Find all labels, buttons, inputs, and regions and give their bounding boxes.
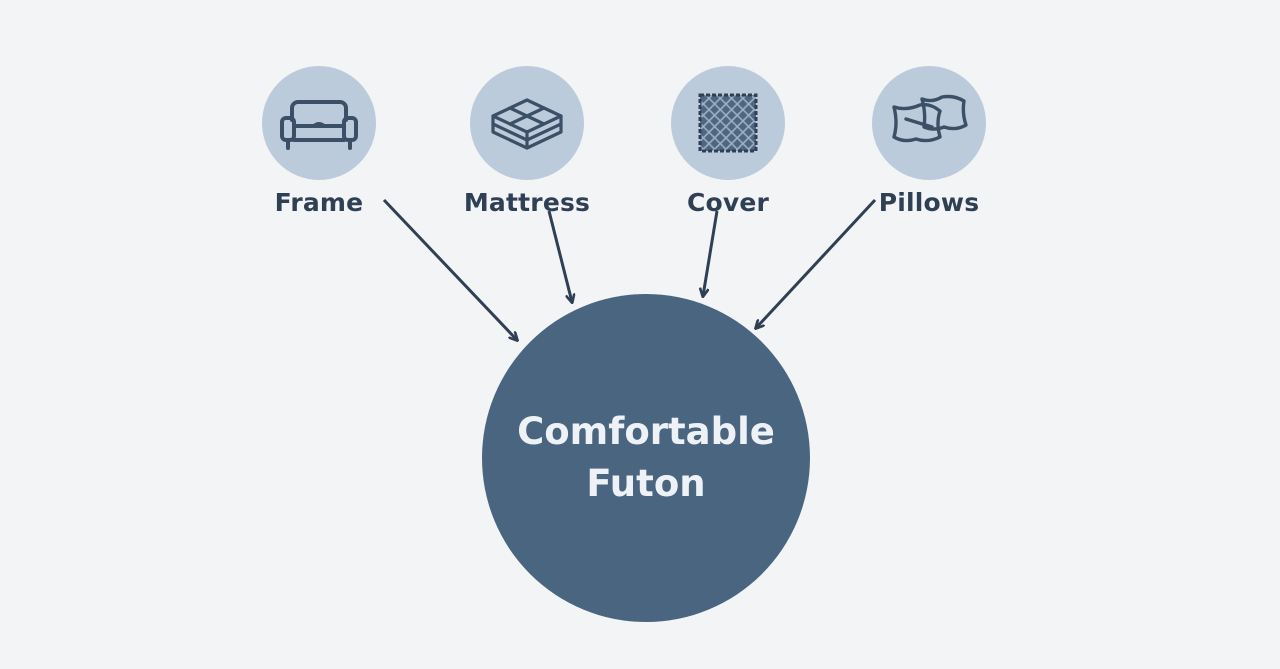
pillows-icon bbox=[892, 94, 968, 143]
component-label-pillows: Pillows bbox=[878, 188, 980, 217]
component-label-mattress: Mattress bbox=[463, 188, 591, 217]
cover-icon-circle bbox=[671, 66, 785, 180]
mattress-icon-circle bbox=[470, 66, 584, 180]
result-label: Comfortable Futon bbox=[517, 410, 775, 505]
fabric-swatch-icon bbox=[698, 93, 758, 153]
component-pillows: Pillows bbox=[809, 66, 1049, 217]
pillows-icon-circle bbox=[872, 66, 986, 180]
sofa-frame-icon bbox=[280, 100, 358, 150]
component-mattress: Mattress bbox=[407, 66, 647, 217]
arrow-frame-to-futon bbox=[382, 198, 517, 340]
arrow-pillows-to-futon bbox=[756, 198, 877, 328]
mattress-layers-icon bbox=[491, 98, 563, 150]
component-label-frame: Frame bbox=[274, 188, 364, 217]
frame-icon-circle bbox=[262, 66, 376, 180]
result-circle: Comfortable Futon bbox=[482, 294, 810, 622]
arrow-cover-to-futon bbox=[703, 210, 719, 296]
component-cover: Cover bbox=[608, 66, 848, 217]
component-label-cover: Cover bbox=[686, 188, 770, 217]
arrow-mattress-to-futon bbox=[547, 210, 572, 302]
component-frame: Frame bbox=[199, 66, 439, 217]
